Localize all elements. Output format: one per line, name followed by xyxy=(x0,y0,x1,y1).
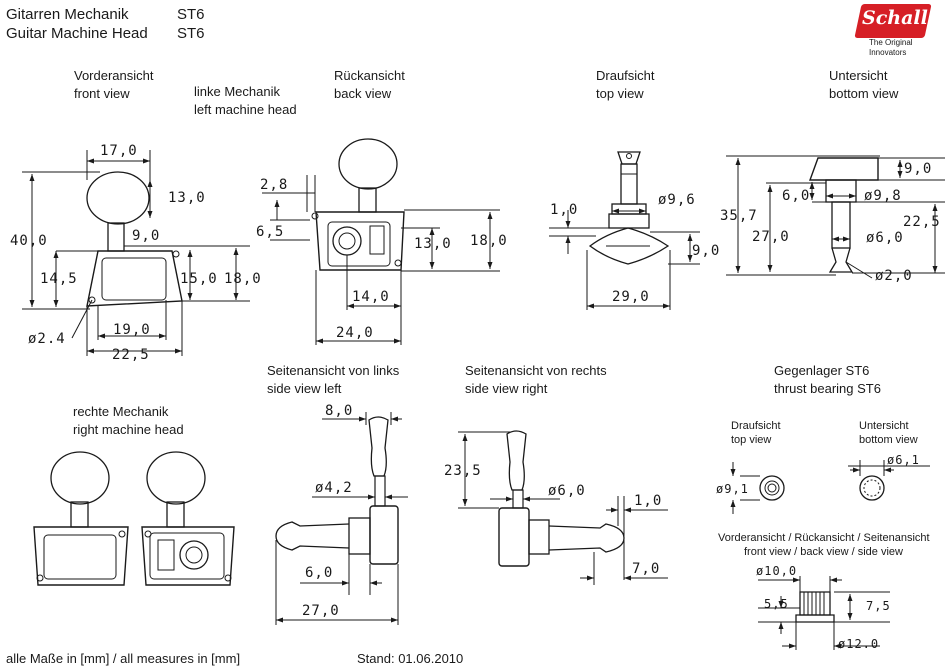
left-head-label-de: linke Mechanik xyxy=(194,84,280,99)
dim-thrust-d10: ø10,0 xyxy=(756,564,798,578)
side-left-label-de: Seitenansicht von links xyxy=(267,363,400,378)
top-view-label-de: Draufsicht xyxy=(596,68,655,83)
dim-side-right-h: 23,5 xyxy=(444,463,482,479)
title-de: Gitarren Mechanik xyxy=(6,6,129,23)
left-head-label-en: left machine head xyxy=(194,102,297,117)
dim-thrust-h1: 5,5 xyxy=(764,597,789,611)
thrust-front-label-de: Vorderansicht / Rückansicht / Seitenansi… xyxy=(718,532,930,544)
dim-bottom-h-mid: 22,5 xyxy=(903,214,941,230)
brand-tagline: The Original Innovators xyxy=(869,38,913,57)
back-view-label-de: Rückansicht xyxy=(334,68,405,83)
dim-bottom-diam-post: ø6,0 xyxy=(866,230,904,246)
dim-front-post: 9,0 xyxy=(132,228,161,244)
thrust-front-label-en: front view / back view / side view xyxy=(744,546,903,558)
dim-bottom-h-low: 27,0 xyxy=(752,229,790,245)
side-view-right-drawing xyxy=(458,430,668,585)
thrust-bearing-drawing xyxy=(730,460,930,650)
model-number-en: ST6 xyxy=(177,25,205,42)
dim-back-hole-y: 6,5 xyxy=(256,224,285,240)
dim-back-offset: 2,8 xyxy=(260,177,289,193)
dim-side-right-diam: ø6,0 xyxy=(548,483,586,499)
side-view-left-drawing xyxy=(275,412,408,625)
front-view-label-de: Vorderansicht xyxy=(74,68,154,83)
dim-bottom-step: 6,0 xyxy=(782,188,811,204)
thrust-label-en: thrust bearing ST6 xyxy=(774,381,881,396)
side-right-label-de: Seitenansicht von rechts xyxy=(465,363,607,378)
dim-thrust-h2: 7,5 xyxy=(866,599,891,613)
dim-front-w-outer: 22,5 xyxy=(112,347,150,363)
dim-bottom-diam-hole: ø2,0 xyxy=(875,268,913,284)
right-head-label-en: right machine head xyxy=(73,422,184,437)
thrust-bottom-label-de: Untersicht xyxy=(859,420,909,432)
side-right-label-en: side view right xyxy=(465,381,548,396)
revision-date: Stand: 01.06.2010 xyxy=(357,651,464,666)
dim-side-left-w: 27,0 xyxy=(302,603,340,619)
dim-top-h: 9,0 xyxy=(692,243,721,259)
front-view-label-en: front view xyxy=(74,86,130,101)
dim-back-w-outer: 24,0 xyxy=(336,325,374,341)
thrust-top-label-de: Draufsicht xyxy=(731,420,781,432)
dim-front-w-top: 17,0 xyxy=(100,143,138,159)
dim-thrust-bottom-d: ø6,1 xyxy=(887,453,920,467)
thrust-top-label-en: top view xyxy=(731,434,772,446)
dim-thrust-top-d: ø9,1 xyxy=(716,482,749,496)
dim-bottom-h-total: 35,7 xyxy=(720,208,758,224)
side-left-label-en: side view left xyxy=(267,381,342,396)
dim-side-left-w-top: 8,0 xyxy=(325,403,354,419)
front-view-drawing xyxy=(22,150,250,356)
dim-front-h-total: 40,0 xyxy=(10,233,48,249)
bottom-view-label-de: Untersicht xyxy=(829,68,888,83)
dim-top-w: 29,0 xyxy=(612,289,650,305)
dim-side-right-post: 7,0 xyxy=(632,561,661,577)
right-head-label-de: rechte Mechanik xyxy=(73,404,169,419)
top-view-drawing xyxy=(549,151,700,310)
dim-back-w-inner: 14,0 xyxy=(352,289,390,305)
dim-top-diam: ø9,6 xyxy=(658,192,696,208)
dim-front-h-body: 18,0 xyxy=(224,271,262,287)
dim-side-left-diam: ø4,2 xyxy=(315,480,353,496)
dim-bottom-h-top: 9,0 xyxy=(904,161,933,177)
dim-back-h-mid: 13,0 xyxy=(414,236,452,252)
dim-bottom-diam: ø9,8 xyxy=(864,188,902,204)
thrust-bottom-label-en: bottom view xyxy=(859,434,918,446)
dim-back-h-body: 18,0 xyxy=(470,233,508,249)
top-view-label-en: top view xyxy=(596,86,644,101)
dim-front-hole: ø2.4 xyxy=(28,331,66,347)
dim-thrust-d12: ø12.0 xyxy=(838,637,880,651)
dim-top-gap: 1,0 xyxy=(550,202,579,218)
dim-side-left-post: 6,0 xyxy=(305,565,334,581)
model-number: ST6 xyxy=(177,6,205,23)
dim-front-h-low: 14,5 xyxy=(40,271,78,287)
thrust-label-de: Gegenlager ST6 xyxy=(774,363,870,378)
brand-logo-text: Schaller xyxy=(862,7,950,29)
dim-side-right-gap: 1,0 xyxy=(634,493,663,509)
dim-front-w-inner: 19,0 xyxy=(113,322,151,338)
right-machine-head-drawing xyxy=(33,451,235,586)
title-en: Guitar Machine Head xyxy=(6,25,148,42)
units-note: alle Maße in [mm] / all measures in [mm] xyxy=(6,651,241,666)
dim-front-h-plate: 15,0 xyxy=(180,271,218,287)
back-view-label-en: back view xyxy=(334,86,392,101)
bottom-view-drawing xyxy=(726,155,945,279)
bottom-view-label-en: bottom view xyxy=(829,86,899,101)
back-view-drawing xyxy=(262,138,500,345)
dim-front-h-knob: 13,0 xyxy=(168,190,206,206)
